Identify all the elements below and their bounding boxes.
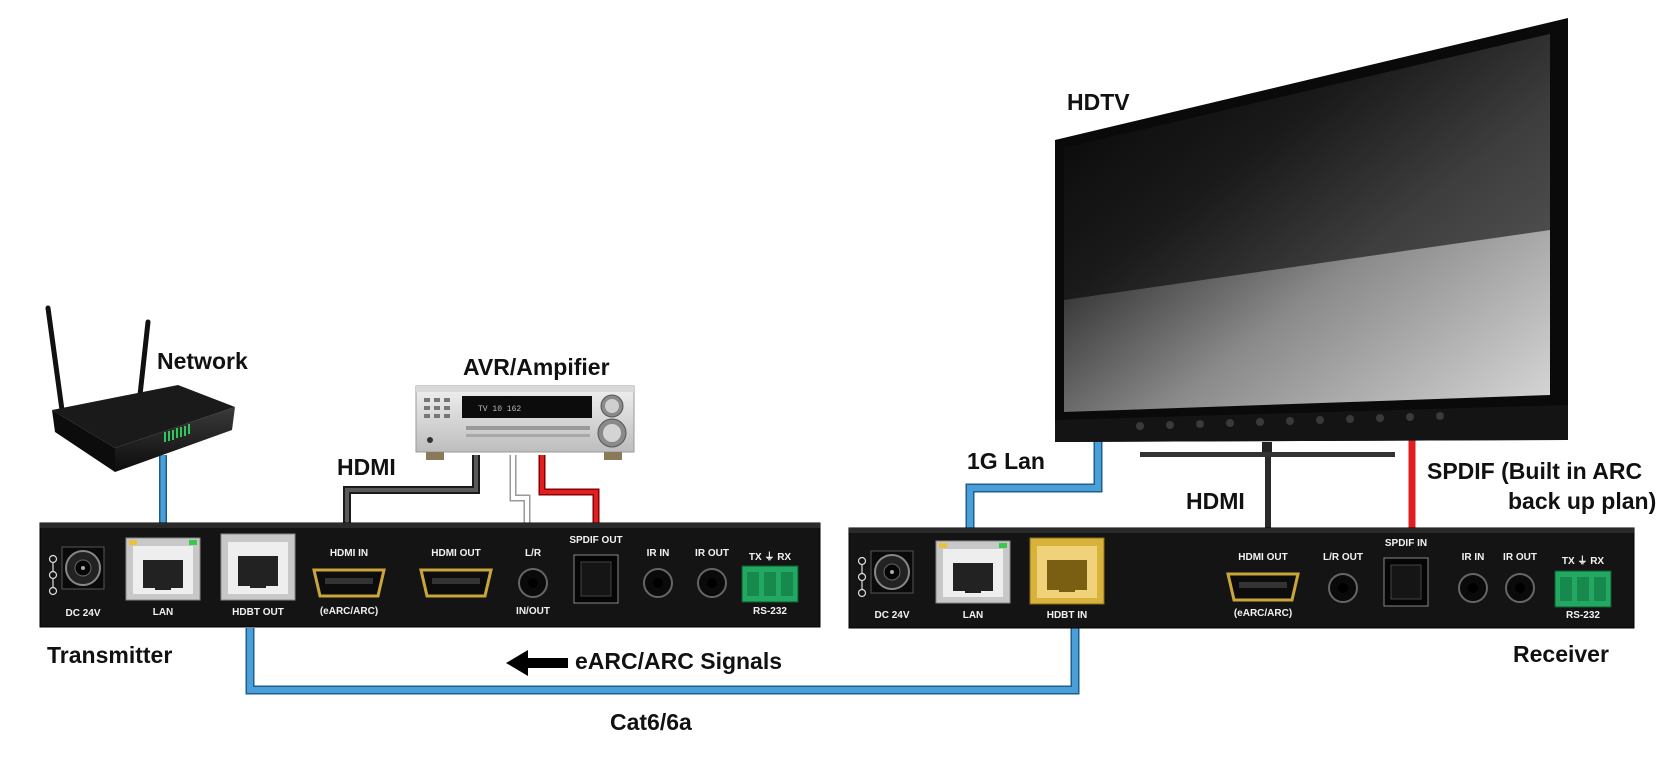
tx-dc-label: DC 24V [65,608,101,619]
receiver-unit [848,527,1635,629]
hdtv-label: HDTV [1067,89,1130,115]
rx-txrx-label: TX ⏚ RX [1561,556,1605,567]
transmitter-label: Transmitter [47,642,173,668]
tx-hdmi-in-sub-label: (eARC/ARC) [319,606,379,617]
signal-label: eARC/ARC Signals [575,648,783,674]
router-icon [45,305,235,472]
rx-ir-in-label: IR IN [1461,552,1485,563]
analog-cable [509,455,531,523]
spdif-label-line1: SPDIF (Built in ARC [1427,458,1643,484]
rx-hdmi-out-label: HDMI OUT [1238,552,1288,563]
tx-txrx-label: TX ⏚ RX [748,552,792,563]
rx-lr-label: L/R OUT [1323,552,1363,563]
tx-rs232-label: RS-232 [753,606,787,617]
tx-lr-label: L/R [524,548,542,559]
hdmi-right-label: HDMI [1186,488,1245,514]
receiver-label: Receiver [1513,641,1609,667]
avr-display: TV 10 162 [478,405,521,414]
avr-label: AVR/Ampifier [463,354,610,380]
rx-hdmi-out-sub-label: (eARC/ARC) [1233,608,1293,619]
rx-hdbt-label: HDBT IN [1046,610,1088,621]
tx-ir-out-label: IR OUT [695,548,729,559]
hdmi-left-label: HDMI [337,454,396,480]
rx-ir-out-label: IR OUT [1503,552,1537,563]
lan-right-label: 1G Lan [967,448,1045,474]
spdif-label-line2: back up plan) [1508,488,1657,514]
tx-spdif-label: SPDIF OUT [569,535,623,546]
avr-icon: TV 10 162 [415,385,635,460]
tx-hdmi-out-label: HDMI OUT [431,548,481,559]
tx-hdbt-label: HDBT OUT [232,607,284,618]
transmitter-unit [39,522,821,628]
arrow-left-icon [506,650,568,676]
tx-hdmi-in-label: HDMI IN [329,548,369,559]
tx-ir-in-label: IR IN [646,548,670,559]
cable-label: Cat6/6a [610,709,692,735]
rx-spdif-label: SPDIF IN [1384,538,1428,549]
hdtv-icon [1055,18,1568,457]
rx-dc-label: DC 24V [874,610,910,621]
rx-lan-label: LAN [962,610,984,621]
rx-rs232-label: RS-232 [1566,610,1600,621]
tx-lr-sub-label: IN/OUT [516,606,550,617]
network-label: Network [157,348,248,374]
spdif-cable-avr [538,455,600,523]
tx-lan-label: LAN [152,607,174,618]
